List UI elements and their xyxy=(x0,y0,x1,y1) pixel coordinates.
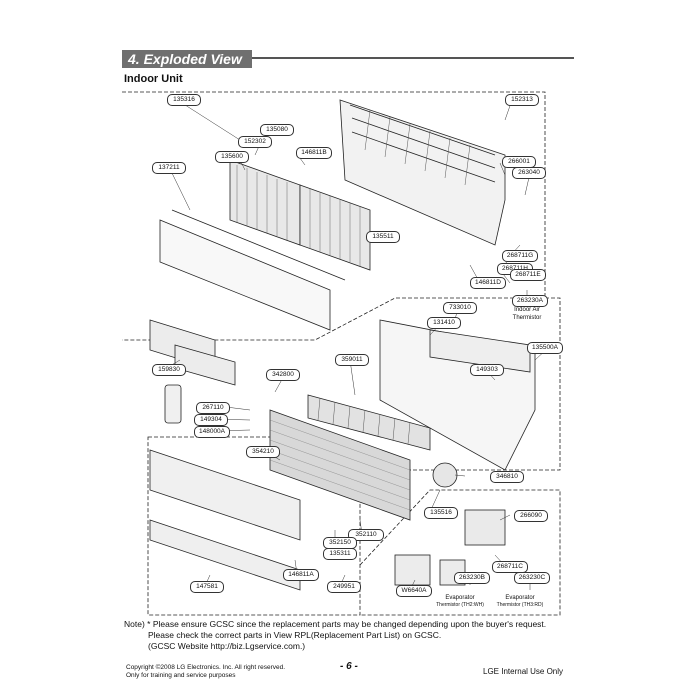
part-tag-137211: 137211 xyxy=(152,162,186,174)
part-tag-268711c: 268711C xyxy=(492,561,528,573)
footer-internal: LGE Internal Use Only xyxy=(483,667,564,676)
part-tag-152302: 152302 xyxy=(238,136,272,148)
front-panel xyxy=(159,219,331,331)
note-block: Note) * Please ensure GCSC since the rep… xyxy=(124,619,546,652)
section-title: 4. Exploded View xyxy=(128,51,242,67)
filter-right xyxy=(299,184,371,271)
group-outline-right xyxy=(400,297,561,471)
evaporator-thermistor-left-label-2: Thermistor (TH2:WH) xyxy=(436,602,484,608)
part-tag-249951: 249951 xyxy=(327,581,361,593)
part-tag-263040: 263040 xyxy=(512,167,546,179)
page-number: - 6 - xyxy=(340,661,358,672)
part-tag-149303: 149303 xyxy=(470,364,504,376)
section-title-bar xyxy=(122,50,252,68)
part-tag-146811d: 146811D xyxy=(470,277,506,289)
part-tag-346810: 346810 xyxy=(490,471,524,483)
header-rule xyxy=(252,57,574,59)
cross-flow-fan xyxy=(307,394,431,451)
part-tag-267110: 267110 xyxy=(196,402,230,414)
footer-copyright: Copyright ©2008 LG Electronics. Inc. All… xyxy=(126,664,286,671)
footer-usage: Only for training and service purposes xyxy=(126,672,236,679)
fan-motor xyxy=(432,462,458,488)
subtitle: Indoor Unit xyxy=(124,73,183,85)
part-tag-266090: 266090 xyxy=(514,510,548,522)
part-tag-359011: 359011 xyxy=(335,354,369,366)
part-tag-159830: 159830 xyxy=(152,364,186,376)
indoor-air-thermistor-label-2: Thermistor xyxy=(512,315,542,321)
filter-left xyxy=(229,159,301,246)
part-tag-w6640a: W6640A xyxy=(396,585,432,597)
part-tag-263230b: 263230B xyxy=(454,572,490,584)
part-tag-733010: 733010 xyxy=(443,302,477,314)
note-line-2: Please check the correct parts in View R… xyxy=(148,630,442,640)
part-tag-135080: 135080 xyxy=(260,124,294,136)
part-tag-135516: 135516 xyxy=(424,507,458,519)
evaporator-thermistor-right-label-2: Thermistor (TH3:RD) xyxy=(496,602,544,608)
part-tag-135500a: 135500A xyxy=(527,342,563,354)
note-line-1: Note) * Please ensure GCSC since the rep… xyxy=(124,619,547,629)
part-tag-342800: 342800 xyxy=(266,369,300,381)
footer-copyright-block: Copyright ©2008 LG Electronics. Inc. All… xyxy=(126,664,285,680)
part-tag-149304: 149304 xyxy=(194,414,228,426)
part-tag-146811b: 146811B xyxy=(296,147,332,159)
evaporator-thermistor-right-label-1: Evaporator xyxy=(505,595,535,601)
part-tag-354210: 354210 xyxy=(246,446,280,458)
part-tag-152313: 152313 xyxy=(505,94,539,106)
part-tag-146811a: 146811A xyxy=(283,569,319,581)
part-tag-268711g: 268711G xyxy=(502,250,538,262)
part-tag-135311: 135311 xyxy=(323,548,357,560)
group-outline-top xyxy=(122,91,546,341)
pcb-box xyxy=(464,509,506,546)
evaporator-thermistor-left-label-1: Evaporator xyxy=(445,595,475,601)
part-tag-135600: 135600 xyxy=(215,151,249,163)
note-line-3: (GCSC Website http://biz.Lgservice.com.) xyxy=(148,641,306,651)
part-tag-148000a: 148000A xyxy=(194,426,230,438)
indoor-air-thermistor-label-1: Indoor Air xyxy=(514,307,540,313)
part-tag-263230a: 263230A xyxy=(512,295,548,307)
part-tag-263230c: 263230C xyxy=(514,572,550,584)
group-outline-bottom-left xyxy=(147,436,361,616)
remote-control xyxy=(164,384,182,424)
discharge-grille xyxy=(149,449,301,541)
drain-pan xyxy=(149,519,301,591)
part-tag-147581: 147581 xyxy=(190,581,224,593)
part-tag-135511: 135511 xyxy=(366,231,400,243)
part-tag-131410: 131410 xyxy=(427,317,461,329)
part-tag-135316: 135316 xyxy=(167,94,201,106)
part-tag-352110: 352110 xyxy=(348,529,384,541)
chassis xyxy=(339,99,506,246)
part-tag-268711e: 268711E xyxy=(510,269,546,281)
